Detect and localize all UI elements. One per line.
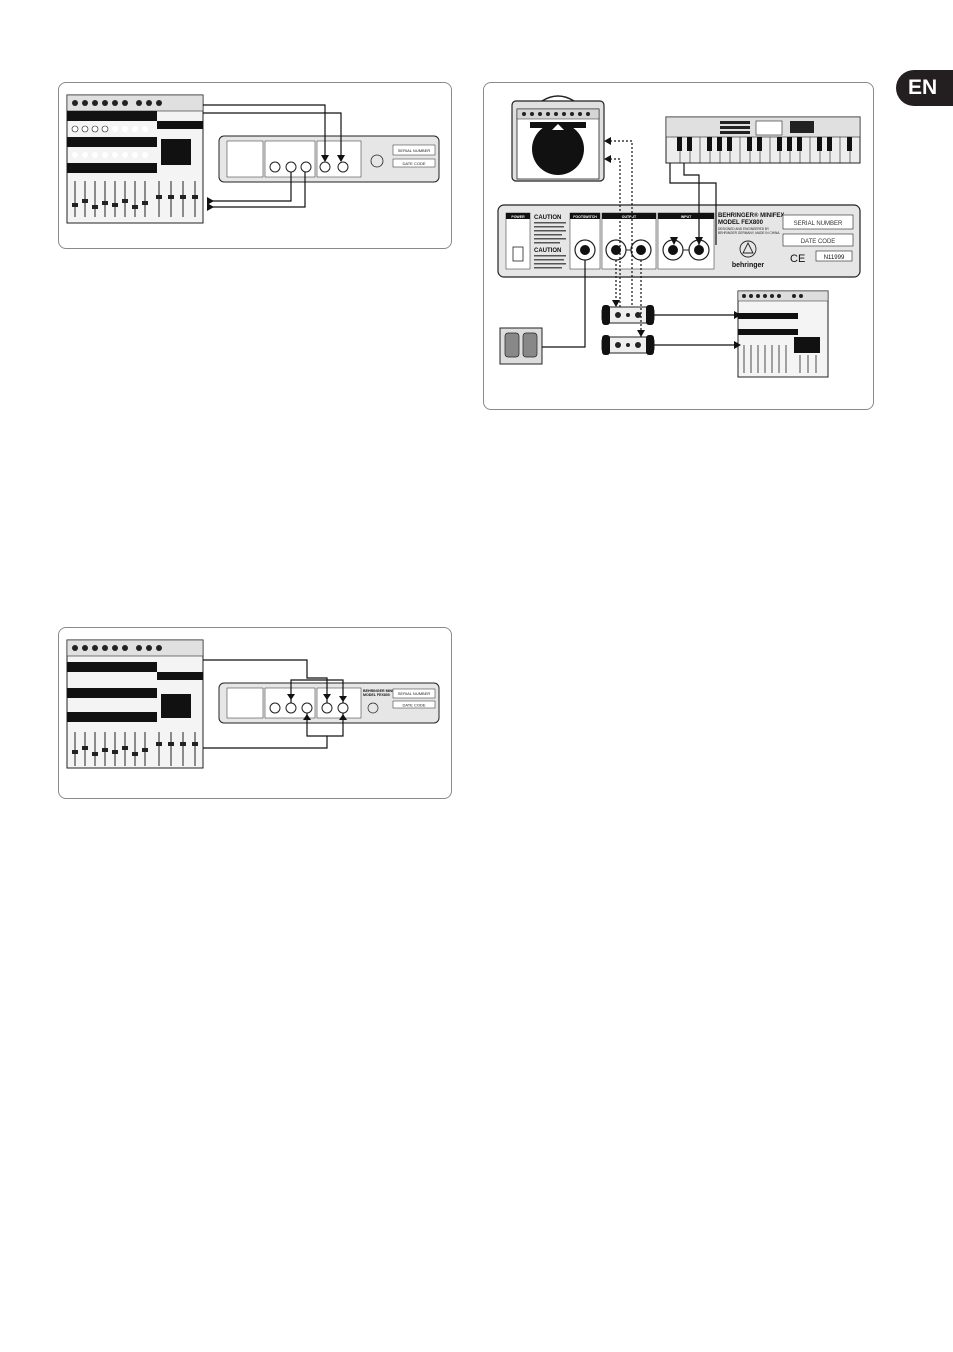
brand-line-1: BEHRINGER® MINIFEX (718, 212, 784, 219)
ce-mark: CE (790, 253, 805, 265)
fx-rear-panel: BEHRINGER MINIFEX MODEL FEX800 SERIAL NU… (219, 683, 439, 723)
serial-label: SERIAL NUMBER (398, 148, 431, 153)
serial-label: SERIAL NUMBER (398, 691, 431, 696)
figure-aux-send-connection: BEHRINGER MINIFEX MODEL FEX800 SERIAL NU… (58, 627, 452, 799)
mixer-illustration (67, 95, 203, 223)
logo-text: behringer (732, 262, 765, 269)
inputs-heading: INPUT (681, 215, 692, 219)
figure-2-diagram: POWER CAUTION CAUTION FOOTSWITCH OUTPUT … (484, 83, 875, 411)
cert-code: N11999 (824, 255, 845, 261)
date-code-label: DATE CODE (801, 239, 836, 245)
date-code-label: DATE CODE (402, 703, 425, 708)
brand-line-2: MODEL FEX800 (363, 693, 390, 697)
brand-line-2: MODEL FEX800 (718, 220, 764, 226)
mixer-illustration-small (738, 291, 828, 377)
power-heading: POWER (511, 215, 525, 219)
outputs-heading: OUTPUT (622, 215, 637, 219)
figure-insert-connection: SERIAL NUMBER DATE CODE (58, 82, 452, 249)
caution-heading-1: CAUTION (534, 215, 561, 221)
figure-3-diagram: BEHRINGER MINIFEX MODEL FEX800 SERIAL NU… (59, 628, 453, 800)
figure-live-setup: POWER CAUTION CAUTION FOOTSWITCH OUTPUT … (483, 82, 874, 410)
fx-rear-panel-large: POWER CAUTION CAUTION FOOTSWITCH OUTPUT … (498, 205, 860, 277)
di-box-1 (602, 305, 654, 325)
footswitch-jack-label: FOOTSWITCH (573, 215, 597, 219)
designed-line-2: BEHRINGER GERMANY, MADE IN CHINA. (718, 231, 780, 235)
figure-1-diagram: SERIAL NUMBER DATE CODE (59, 83, 453, 250)
caution-heading-2: CAUTION (534, 248, 561, 254)
di-box-2 (602, 335, 654, 355)
date-code-label: DATE CODE (402, 161, 425, 166)
mixer-illustration (67, 640, 203, 768)
keyboard-illustration (666, 117, 860, 163)
footswitch-illustration (500, 328, 542, 364)
language-tab: EN (896, 70, 953, 106)
serial-number-label: SERIAL NUMBER (794, 221, 843, 227)
guitar-amp-illustration (512, 96, 604, 181)
fx-rear-panel: SERIAL NUMBER DATE CODE (219, 136, 439, 182)
